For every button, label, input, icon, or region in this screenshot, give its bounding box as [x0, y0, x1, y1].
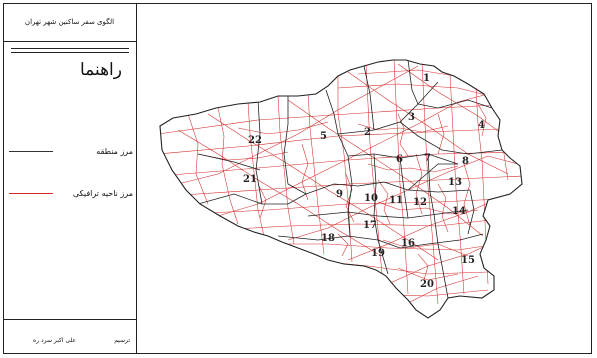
district-label-21: 21	[243, 174, 257, 185]
district-label-13: 13	[448, 177, 462, 188]
district-label-9: 9	[336, 189, 343, 200]
traffic-zone-mesh	[160, 60, 522, 305]
district-label-11: 11	[389, 195, 403, 206]
city-boundary	[159, 59, 523, 319]
district-label-19: 19	[371, 248, 385, 259]
legend-panel: الگوی سفر ساکنین شهر تهران راهنما مرز من…	[3, 3, 137, 354]
tehran-districts-map: 1 2 3 4 5 6 7 8 9 10 11 12 13 14 15 16 1…	[159, 59, 523, 319]
legend-item-district-border: مرز منطقه	[9, 144, 133, 158]
map-title: الگوی سفر ساکنین شهر تهران	[3, 3, 136, 42]
credit-role: ترسیم	[114, 337, 130, 344]
district-label-12: 12	[413, 197, 427, 208]
district-labels: 1 2 3 4 5 6 7 8 9 10 11 12 13 14 15 16 1…	[243, 73, 485, 290]
credits-footer: ترسیم علی اکبر سرد ره	[3, 319, 136, 354]
district-label-16: 16	[401, 238, 415, 249]
divider-line	[11, 48, 129, 49]
district-label-4: 4	[478, 120, 485, 131]
district-label-18: 18	[321, 233, 335, 244]
legend-label: مرز منطقه	[96, 146, 133, 156]
district-label-7: 7	[424, 153, 431, 164]
district-label-8: 8	[462, 156, 469, 167]
map-frame	[3, 3, 592, 354]
district-label-5: 5	[320, 131, 327, 142]
district-label-10: 10	[364, 193, 378, 204]
district-label-15: 15	[461, 255, 475, 266]
legend-swatch-line	[9, 192, 53, 194]
district-boundaries	[197, 60, 503, 299]
district-label-22: 22	[248, 135, 262, 146]
district-label-3: 3	[408, 112, 415, 123]
district-label-1: 1	[423, 73, 430, 84]
legend-swatch-line	[9, 150, 53, 152]
district-label-2: 2	[364, 127, 371, 138]
divider-line	[11, 52, 129, 53]
district-label-20: 20	[420, 279, 434, 290]
legend-label: مرز ناحیه ترافیکی	[72, 188, 133, 198]
credit-author: علی اکبر سرد ره	[33, 337, 76, 344]
legend-heading: راهنما	[79, 60, 122, 80]
legend-item-traffic-zone-border: مرز ناحیه ترافیکی	[9, 186, 133, 200]
district-label-14: 14	[452, 206, 466, 217]
district-label-6: 6	[396, 154, 403, 165]
district-label-17: 17	[363, 220, 377, 231]
